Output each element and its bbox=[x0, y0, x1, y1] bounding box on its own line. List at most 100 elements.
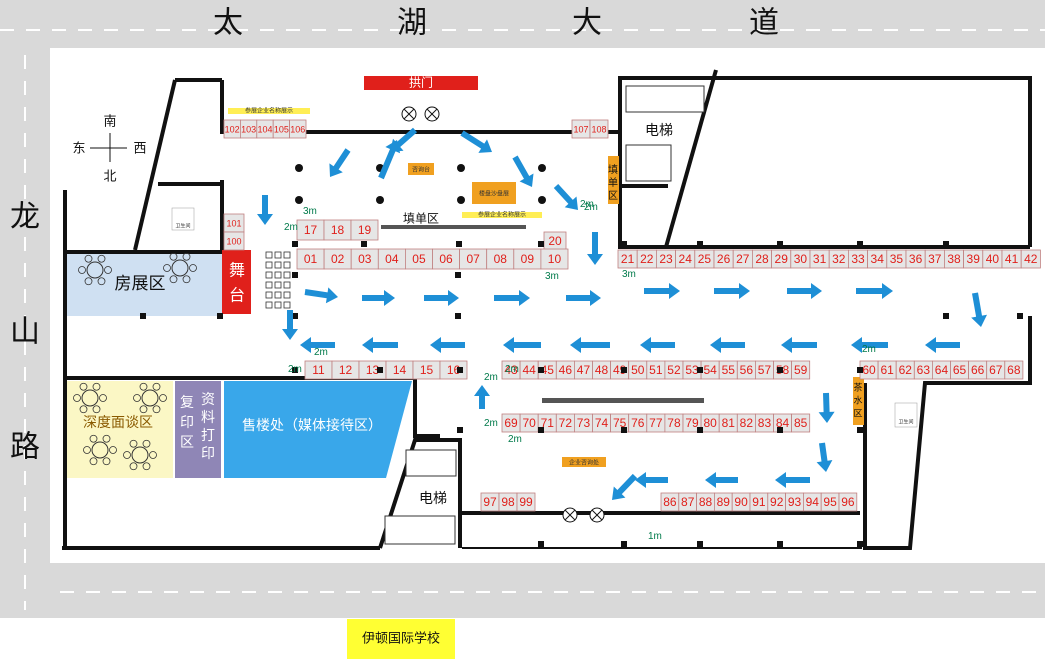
booth bbox=[289, 119, 307, 139]
booth bbox=[589, 119, 609, 139]
pillars bbox=[140, 164, 1023, 547]
toilet-right bbox=[894, 402, 918, 428]
booth-number: 57 bbox=[758, 363, 772, 377]
booth-number: 16 bbox=[447, 363, 461, 377]
house-zone-label: 房展区 bbox=[115, 274, 166, 294]
flow-arrow bbox=[512, 155, 534, 187]
booth-number: 92 bbox=[770, 495, 784, 509]
measurement-label: 2m bbox=[584, 202, 598, 213]
vertical-char: 资 bbox=[201, 392, 215, 408]
building-walls bbox=[62, 69, 1032, 550]
negotiation-zone-label: 深度面谈区 bbox=[83, 415, 153, 431]
measurement-label: 2m bbox=[288, 364, 302, 375]
vertical-char: 单 bbox=[608, 177, 618, 189]
booth-number: 39 bbox=[967, 252, 981, 266]
flow-arrow bbox=[362, 290, 395, 306]
booth-number: 12 bbox=[339, 363, 353, 377]
booth-number: 106 bbox=[290, 124, 305, 134]
elevator-top-label: 电梯 bbox=[645, 123, 673, 139]
booth-number: 108 bbox=[591, 124, 606, 134]
compass-south: 南 bbox=[103, 114, 116, 130]
booth-number: 84 bbox=[776, 416, 790, 430]
booth-number: 17 bbox=[304, 223, 318, 237]
booth-number: 42 bbox=[1024, 252, 1038, 266]
booth-number: 29 bbox=[775, 252, 789, 266]
vertical-char: 茶 bbox=[853, 382, 862, 394]
booth-number: 03 bbox=[358, 252, 372, 266]
longshan-road-char: 龙 bbox=[10, 200, 40, 235]
booth-number: 45 bbox=[541, 363, 555, 377]
house-zone bbox=[67, 254, 222, 316]
taihu-road-char: 道 bbox=[749, 6, 779, 41]
flow-arrow bbox=[818, 392, 835, 423]
measurement-label: 2m bbox=[484, 372, 498, 383]
form-desk bbox=[381, 225, 526, 229]
booth-number: 41 bbox=[1005, 252, 1019, 266]
booth-number: 78 bbox=[667, 416, 681, 430]
booth-number: 74 bbox=[595, 416, 609, 430]
booth-number: 107 bbox=[573, 124, 588, 134]
booth-number: 85 bbox=[794, 416, 808, 430]
booth-number: 10 bbox=[548, 252, 562, 266]
booth-number: 93 bbox=[788, 495, 802, 509]
booth-number: 80 bbox=[703, 416, 717, 430]
arch-label: 拱门 bbox=[409, 75, 433, 90]
form-zone-side bbox=[608, 156, 619, 204]
toilet-left-label: 卫生间 bbox=[175, 223, 190, 230]
flow-arrow bbox=[570, 337, 610, 353]
booth-number: 70 bbox=[522, 416, 536, 430]
entrance-gates bbox=[401, 106, 605, 523]
booth-number: 86 bbox=[663, 495, 677, 509]
tea-zone bbox=[853, 377, 864, 425]
booth-number: 101 bbox=[226, 218, 241, 228]
booth-number: 28 bbox=[755, 252, 769, 266]
booth-number: 91 bbox=[752, 495, 766, 509]
booth bbox=[350, 219, 379, 241]
booth-number: 13 bbox=[366, 363, 380, 377]
flow-arrow bbox=[781, 337, 817, 353]
booth-number: 68 bbox=[1007, 363, 1021, 377]
flow-arrow bbox=[503, 337, 541, 353]
booth-number: 38 bbox=[947, 252, 961, 266]
flow-arrow bbox=[644, 283, 680, 299]
booth-number: 79 bbox=[685, 416, 699, 430]
booth bbox=[516, 492, 536, 512]
booth-number: 51 bbox=[649, 363, 663, 377]
flow-arrow bbox=[856, 283, 893, 299]
stage bbox=[222, 250, 251, 314]
booth-number: 15 bbox=[420, 363, 434, 377]
booth-number: 64 bbox=[935, 363, 949, 377]
booth bbox=[791, 413, 811, 433]
booth bbox=[223, 231, 245, 251]
booth bbox=[1004, 360, 1024, 380]
taihu-road bbox=[0, 0, 1045, 48]
booth-number: 65 bbox=[953, 363, 967, 377]
booth-number: 47 bbox=[577, 363, 591, 377]
vertical-char: 区 bbox=[180, 435, 194, 451]
taihu-road-char: 太 bbox=[213, 6, 243, 41]
booth-number: 07 bbox=[466, 252, 480, 266]
booth-number: 14 bbox=[393, 363, 407, 377]
compass-east: 东 bbox=[72, 142, 85, 157]
booth-number: 61 bbox=[880, 363, 894, 377]
vertical-char: 区 bbox=[853, 409, 862, 420]
flow-arrow bbox=[635, 472, 668, 488]
flow-arrow bbox=[494, 290, 530, 306]
toilet-left bbox=[171, 207, 195, 231]
booth-number: 59 bbox=[794, 363, 808, 377]
flow-arrow bbox=[304, 287, 338, 304]
measurement-label: 2m bbox=[284, 222, 298, 233]
school-label: 伊顿国际学校 bbox=[362, 631, 440, 647]
measurement-label: 3m bbox=[545, 271, 559, 282]
flow-arrow bbox=[775, 472, 810, 488]
booth-number: 75 bbox=[613, 416, 627, 430]
elevator-top: 电梯 bbox=[625, 85, 705, 182]
booth-number: 34 bbox=[871, 252, 885, 266]
booth-number: 20 bbox=[548, 234, 562, 248]
sales-zone bbox=[224, 381, 412, 478]
vertical-char: 区 bbox=[608, 190, 618, 202]
stage-label-1: 舞 bbox=[229, 261, 245, 280]
